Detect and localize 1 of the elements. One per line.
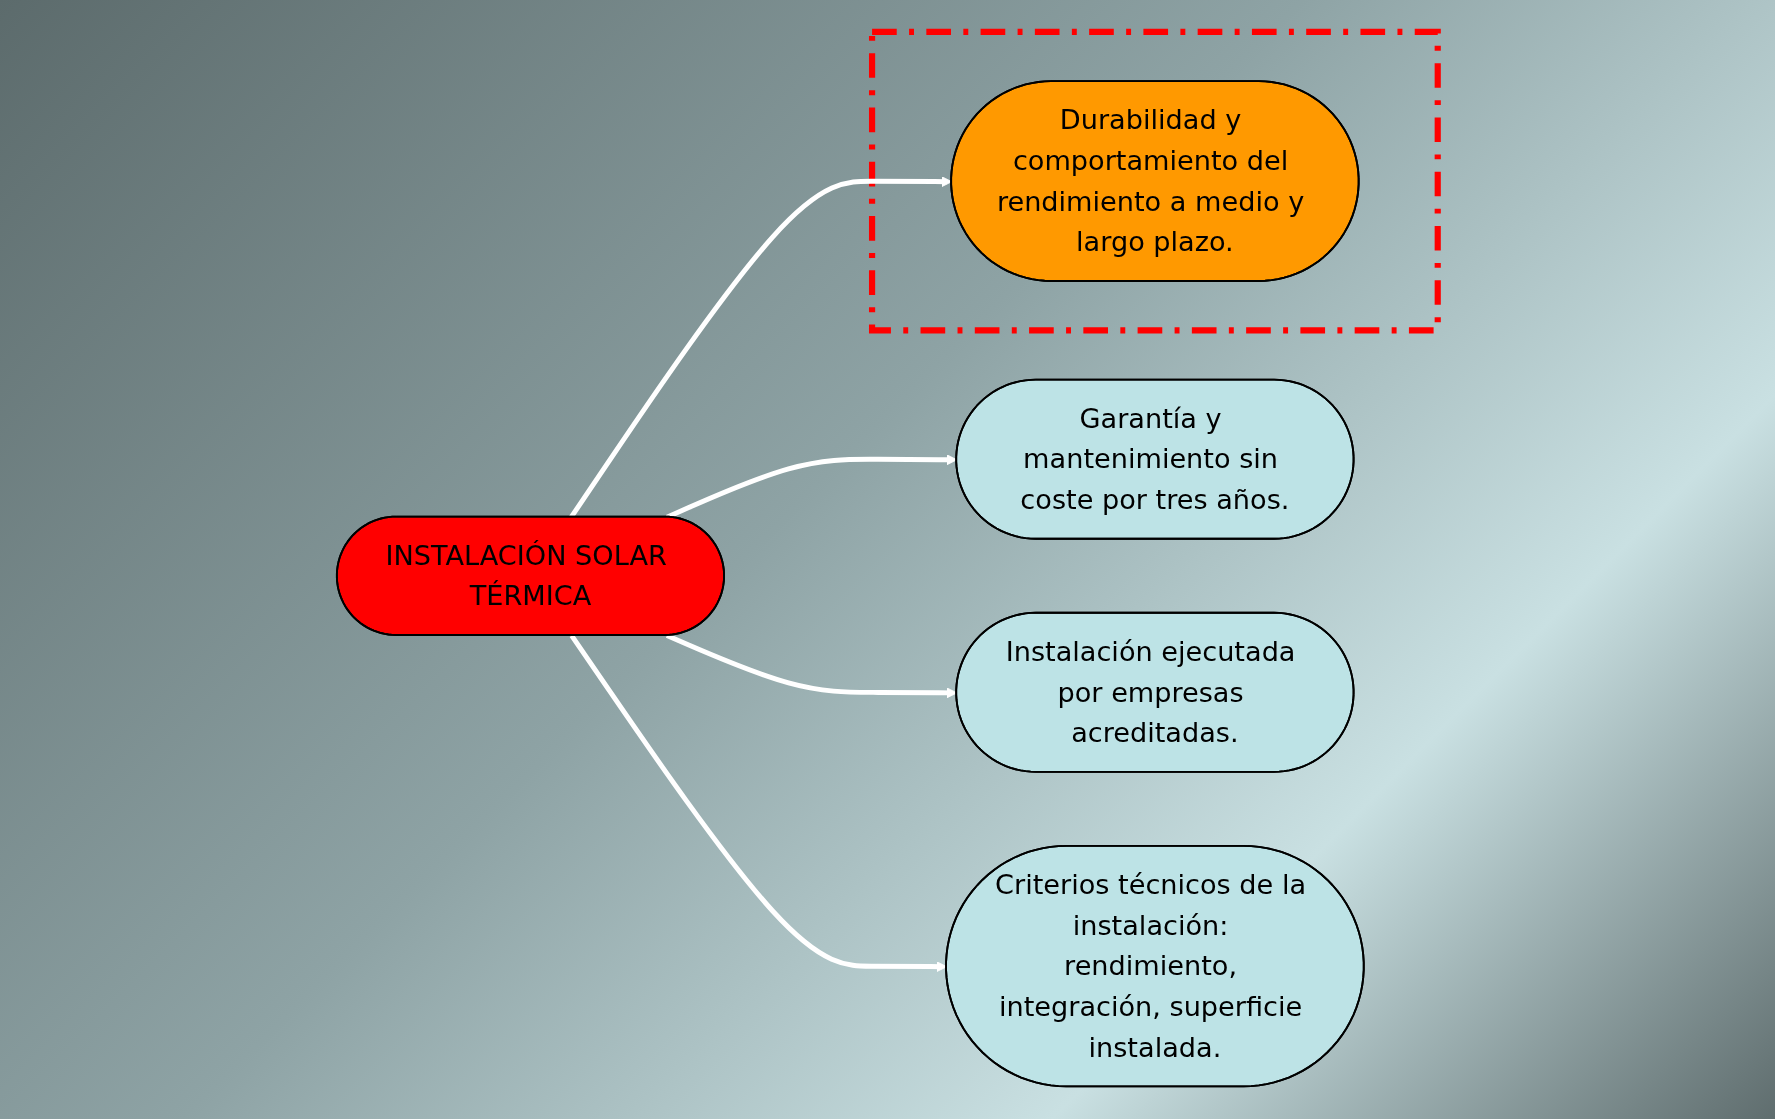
cluster xyxy=(869,29,1441,334)
